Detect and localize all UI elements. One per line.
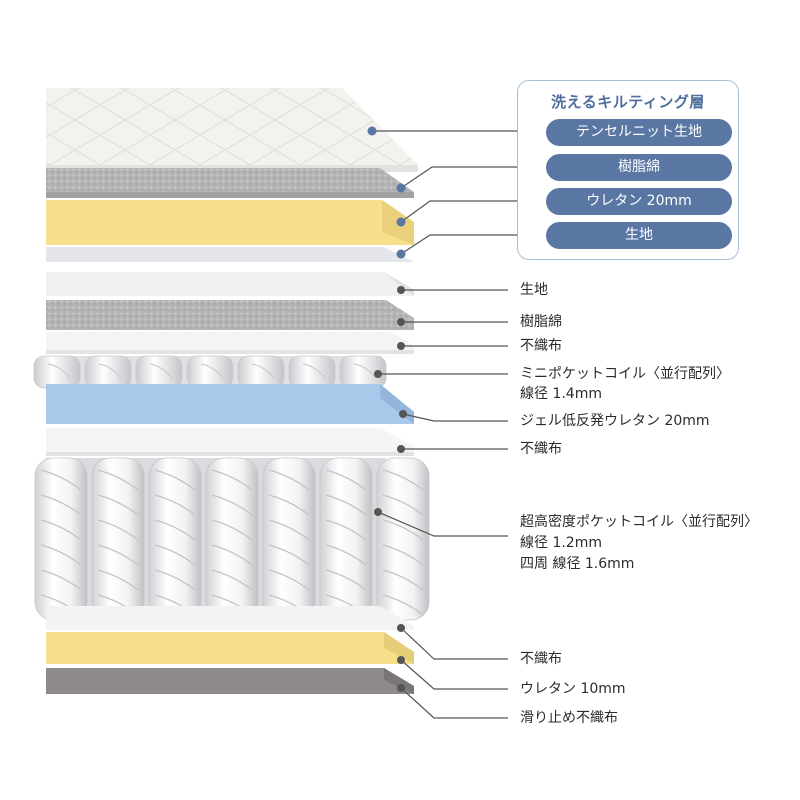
pocket-coil — [319, 457, 373, 621]
pocket-coil — [34, 457, 88, 621]
layer-label-gel-urethane: ジェル低反発ウレタン 20mm — [520, 413, 710, 429]
pocket-coil — [262, 457, 316, 621]
mini-coil — [288, 355, 336, 389]
anti-slip-layer — [46, 668, 414, 694]
layer-label-resin-cotton: 樹脂綿 — [520, 314, 562, 330]
fabric-upper-layer — [46, 247, 414, 262]
mini-pocket-coil-layer — [33, 355, 387, 389]
layer-label-nonwoven-2: 不織布 — [520, 441, 562, 457]
layer-label-mini-coil-wire: 線径 1.4mm — [520, 386, 602, 402]
layer-label-pocket-coil-perimeter: 四周 線径 1.6mm — [520, 556, 635, 572]
quilt-leader-dots — [367, 126, 406, 259]
pocket-coil — [205, 457, 259, 621]
pocket-coil-layer — [34, 457, 430, 621]
pocket-coil — [148, 457, 202, 621]
layer-label-urethane-10mm: ウレタン 10mm — [520, 681, 626, 697]
quilting-layer-group: 洗えるキルティング層 テンセルニット生地 樹脂綿 ウレタン 20mm 生地 — [517, 80, 739, 260]
quilted-top-layer — [46, 88, 418, 172]
mini-coil — [135, 355, 183, 389]
gel-urethane-layer — [46, 384, 414, 424]
pocket-coil — [376, 457, 430, 621]
layer-label-fabric: 生地 — [520, 282, 548, 298]
quilting-layer-urethane: ウレタン 20mm — [546, 188, 732, 215]
mini-coil — [84, 355, 132, 389]
mini-coil — [186, 355, 234, 389]
nonwoven-middle-layer — [46, 428, 414, 456]
nonwoven-lower-layer — [46, 606, 414, 630]
fabric-layer — [46, 272, 414, 296]
quilting-layer-resin-cotton: 樹脂綿 — [546, 154, 732, 181]
urethane-10mm-layer — [46, 632, 414, 664]
layer-leader-lines — [377, 289, 508, 719]
mini-coil — [237, 355, 285, 389]
mini-coil — [33, 355, 81, 389]
layer-leader-dots — [374, 286, 407, 692]
quilting-layer-tencel-knit: テンセルニット生地 — [546, 119, 732, 146]
layer-label-mini-pocket-coil: ミニポケットコイル〈並行配列〉 — [520, 366, 730, 382]
layer-label-anti-slip: 滑り止め不織布 — [520, 710, 618, 726]
layer-label-pocket-coil-wire: 線径 1.2mm — [520, 535, 602, 551]
layer-label-pocket-coil: 超高密度ポケットコイル〈並行配列〉 — [520, 514, 758, 530]
resin-cotton-upper-layer — [46, 168, 414, 198]
quilting-group-title: 洗えるキルティング層 — [551, 93, 705, 111]
nonwoven-upper-layer — [46, 332, 414, 354]
resin-cotton-layer — [46, 300, 414, 330]
layer-label-nonwoven-1: 不織布 — [520, 338, 562, 354]
quilting-layer-fabric: 生地 — [546, 222, 732, 249]
urethane-20mm-layer — [46, 200, 414, 245]
layer-label-nonwoven-3: 不織布 — [520, 651, 562, 667]
pocket-coil — [91, 457, 145, 621]
